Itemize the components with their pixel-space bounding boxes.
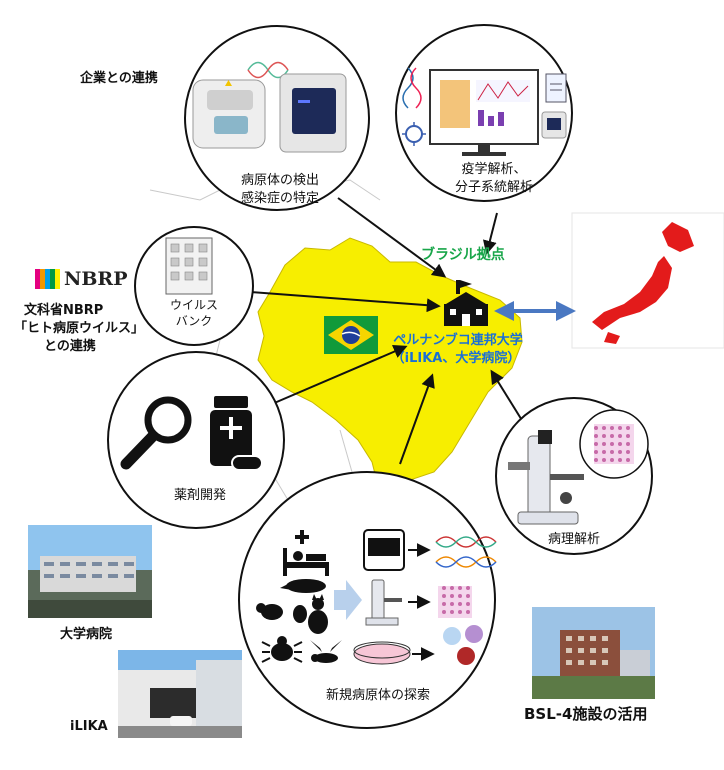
monitor [429, 69, 539, 156]
petri-dish-icon [353, 641, 411, 665]
brazil-base-label: ブラジル拠点 [421, 247, 505, 263]
microscope-icon [365, 579, 402, 626]
nbrp-label-3: との連携 [44, 339, 96, 354]
ilika-caption: iLIKA [70, 719, 108, 734]
sequencer-icon [363, 529, 405, 571]
process-arrow [334, 580, 362, 620]
pathology-label: 病理解析 [547, 532, 601, 547]
virus-bank-circle [134, 226, 254, 346]
building-icon [165, 237, 213, 295]
virus-bank-label-2: バンク [175, 314, 213, 328]
step-arrows [408, 543, 435, 661]
hospital-photo [28, 525, 152, 618]
bsl4-photo [532, 607, 655, 699]
magnifier-icon [120, 396, 192, 470]
hospital-bed-icon [283, 530, 329, 576]
analyzer-machine [279, 73, 347, 153]
insect-icons [261, 636, 342, 663]
university-sub-label: （iLIKA、大学病院） [391, 351, 521, 366]
virus-icon [402, 122, 426, 146]
japan-map [571, 212, 724, 349]
explore-circle [238, 471, 497, 729]
ilika-photo [118, 650, 242, 738]
drug-circle [107, 351, 285, 529]
explore-label: 新規病原体の探索 [325, 688, 431, 703]
microscope-icon [508, 430, 584, 525]
university-label: ペルナンブコ連邦大学 [393, 333, 523, 348]
pcr-machine [192, 79, 266, 149]
detection-label-1: 病原体の検出 [240, 173, 320, 188]
nbrp-logo-mark [35, 269, 60, 289]
epi-label-1: 疫学解析、 [461, 162, 527, 177]
tissue-sample [438, 586, 472, 618]
virus-bank-label-1: ウイルス [169, 298, 219, 312]
nbrp-label-2: 「ヒト病原ウイルス」 [14, 321, 145, 336]
epi-label-2: 分子系統解析 [454, 180, 534, 195]
detection-label-2: 感染症の特定 [240, 191, 320, 206]
nbrp-logo-text: NBRP [64, 268, 128, 290]
hospital-caption: 大学病院 [60, 627, 113, 642]
company-collab-label: 企業との連携 [80, 71, 158, 86]
dna-icon [402, 67, 422, 109]
virus-icon [443, 625, 483, 665]
school-building-icon [444, 280, 488, 326]
dna-icon [435, 536, 497, 568]
epidemiology-circle [395, 24, 573, 202]
brazil-map [257, 237, 523, 499]
nbrp-label-1: 文科省NBRP [24, 303, 104, 318]
report-clipboard [545, 73, 567, 103]
medicine-bottle-icon [210, 396, 263, 471]
pathology-circle [495, 397, 653, 555]
brazil-flag [324, 316, 378, 354]
bsl4-caption: BSL-4施設の活用 [524, 705, 648, 723]
animal-icons [256, 579, 328, 634]
small-analyzer [541, 111, 567, 139]
detection-circle [184, 25, 370, 211]
drug-development-label: 薬剤開発 [173, 488, 227, 503]
